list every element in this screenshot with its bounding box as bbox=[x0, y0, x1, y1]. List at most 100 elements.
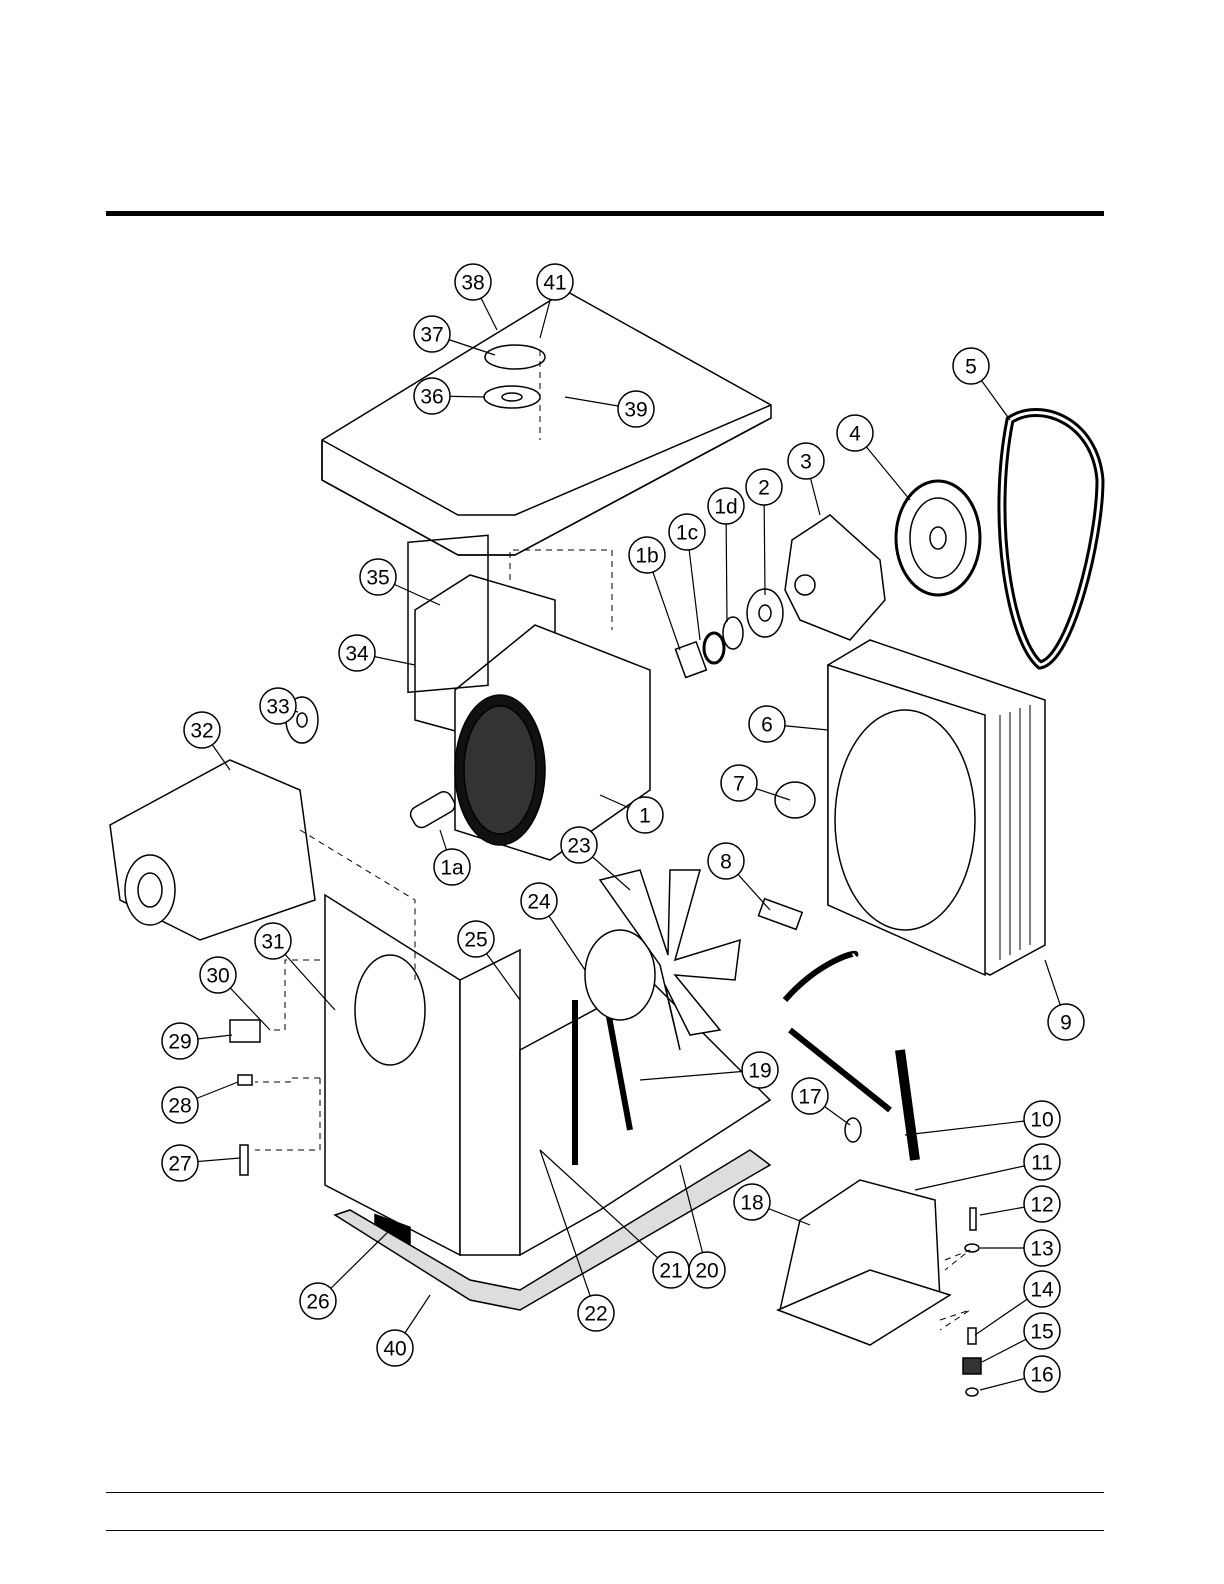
callout-label: 1a bbox=[440, 857, 464, 880]
callout-label: 5 bbox=[965, 356, 977, 379]
callout-6: 6 bbox=[748, 705, 786, 743]
callout-16: 16 bbox=[1023, 1355, 1061, 1393]
assembly-guide-lines bbox=[255, 350, 971, 1331]
callout-circle bbox=[183, 711, 221, 749]
leader-line bbox=[539, 1149, 597, 1314]
callout-12: 12 bbox=[1023, 1185, 1061, 1223]
callout-circle bbox=[1023, 1185, 1061, 1223]
callout-label: 20 bbox=[695, 1260, 718, 1283]
callout-39: 39 bbox=[617, 390, 655, 428]
callout-circle bbox=[952, 347, 990, 385]
leader-line bbox=[539, 1149, 672, 1271]
callout-circle bbox=[688, 1251, 726, 1289]
callout-34: 34 bbox=[338, 634, 376, 672]
callout-label: 1 bbox=[639, 805, 651, 828]
seal-parts bbox=[674, 588, 784, 679]
hardware bbox=[229, 781, 982, 1397]
callout-label: 13 bbox=[1030, 1238, 1053, 1261]
callout-14: 14 bbox=[1023, 1270, 1061, 1308]
compressor bbox=[776, 950, 952, 1346]
callout-circle bbox=[733, 1183, 771, 1221]
callout-label: 21 bbox=[659, 1260, 682, 1283]
callout-circle bbox=[745, 468, 783, 506]
footer-rule-lower bbox=[106, 1530, 1104, 1531]
callout-31: 31 bbox=[254, 922, 292, 960]
auger-parts bbox=[285, 696, 456, 829]
callout-5: 5 bbox=[952, 347, 990, 385]
callout-circle bbox=[161, 1144, 199, 1182]
callout-circle bbox=[1023, 1312, 1061, 1350]
leader-line bbox=[725, 505, 728, 623]
drive-belt bbox=[997, 408, 1105, 670]
callout-circle bbox=[707, 487, 745, 525]
callout-circle bbox=[536, 263, 574, 301]
callout-label: 10 bbox=[1030, 1109, 1053, 1132]
callout-circle bbox=[560, 826, 598, 864]
callout-label: 4 bbox=[849, 423, 861, 446]
callout-label: 41 bbox=[543, 272, 566, 295]
leader-line bbox=[904, 1118, 1043, 1136]
callout-circle bbox=[617, 390, 655, 428]
callout-label: 17 bbox=[798, 1086, 821, 1109]
callout-label: 3 bbox=[800, 451, 812, 474]
callout-35: 35 bbox=[359, 558, 397, 596]
callout-circle bbox=[338, 634, 376, 672]
callout-circle bbox=[748, 705, 786, 743]
callout-label: 1b bbox=[635, 545, 658, 568]
callout-label: 32 bbox=[190, 720, 213, 743]
callout-18: 18 bbox=[733, 1183, 771, 1221]
pulley bbox=[894, 479, 982, 597]
callout-label: 7 bbox=[733, 773, 745, 796]
callout-circle bbox=[1023, 1355, 1061, 1393]
fan-motor-and-blade bbox=[584, 869, 741, 1051]
callout-label: 35 bbox=[366, 567, 389, 590]
callout-21: 21 bbox=[652, 1251, 690, 1289]
callout-circle bbox=[520, 882, 558, 920]
callout-label: 18 bbox=[740, 1192, 763, 1215]
callout-label: 28 bbox=[168, 1095, 191, 1118]
drive-motor bbox=[109, 759, 316, 941]
callout-label: 12 bbox=[1030, 1194, 1053, 1217]
callout-label: 6 bbox=[761, 714, 773, 737]
callout-label: 40 bbox=[383, 1338, 406, 1361]
callout-32: 32 bbox=[183, 711, 221, 749]
callout-label: 33 bbox=[266, 696, 289, 719]
callout-circle bbox=[577, 1294, 615, 1332]
callout-label: 29 bbox=[168, 1031, 191, 1054]
callout-circle bbox=[254, 922, 292, 960]
callout-1a: 1a bbox=[433, 848, 471, 886]
callout-circle bbox=[1023, 1143, 1061, 1181]
callout-label: 19 bbox=[748, 1060, 771, 1083]
callout-label: 31 bbox=[261, 931, 284, 954]
callout-circle bbox=[1047, 1003, 1085, 1041]
callout-circle bbox=[741, 1051, 779, 1089]
callout-label: 24 bbox=[527, 891, 551, 914]
callout-2: 2 bbox=[745, 468, 783, 506]
callout-1: 1 bbox=[626, 796, 664, 834]
callout-23: 23 bbox=[560, 826, 598, 864]
header-rule bbox=[106, 211, 1104, 216]
callout-29: 29 bbox=[161, 1022, 199, 1060]
leader-line bbox=[639, 1069, 761, 1081]
callout-15: 15 bbox=[1023, 1312, 1061, 1350]
callout-circle bbox=[1023, 1100, 1061, 1138]
callout-37: 37 bbox=[413, 315, 451, 353]
callout-label: 1c bbox=[676, 522, 698, 545]
callout-circle bbox=[668, 513, 706, 551]
callout-circle bbox=[413, 315, 451, 353]
callout-circle bbox=[787, 442, 825, 480]
callout-circle bbox=[836, 414, 874, 452]
callout-33: 33 bbox=[259, 687, 297, 725]
callout-1d: 1d bbox=[707, 487, 745, 525]
callout-circle bbox=[413, 377, 451, 415]
callout-label: 11 bbox=[1031, 1152, 1053, 1175]
callout-38: 38 bbox=[454, 263, 492, 301]
callout-label: 39 bbox=[624, 399, 647, 422]
callout-3: 3 bbox=[787, 442, 825, 480]
callout-label: 25 bbox=[464, 929, 487, 952]
callout-circle bbox=[707, 842, 745, 880]
callout-27: 27 bbox=[161, 1144, 199, 1182]
callout-circle bbox=[161, 1086, 199, 1124]
callout-40: 40 bbox=[376, 1329, 414, 1367]
